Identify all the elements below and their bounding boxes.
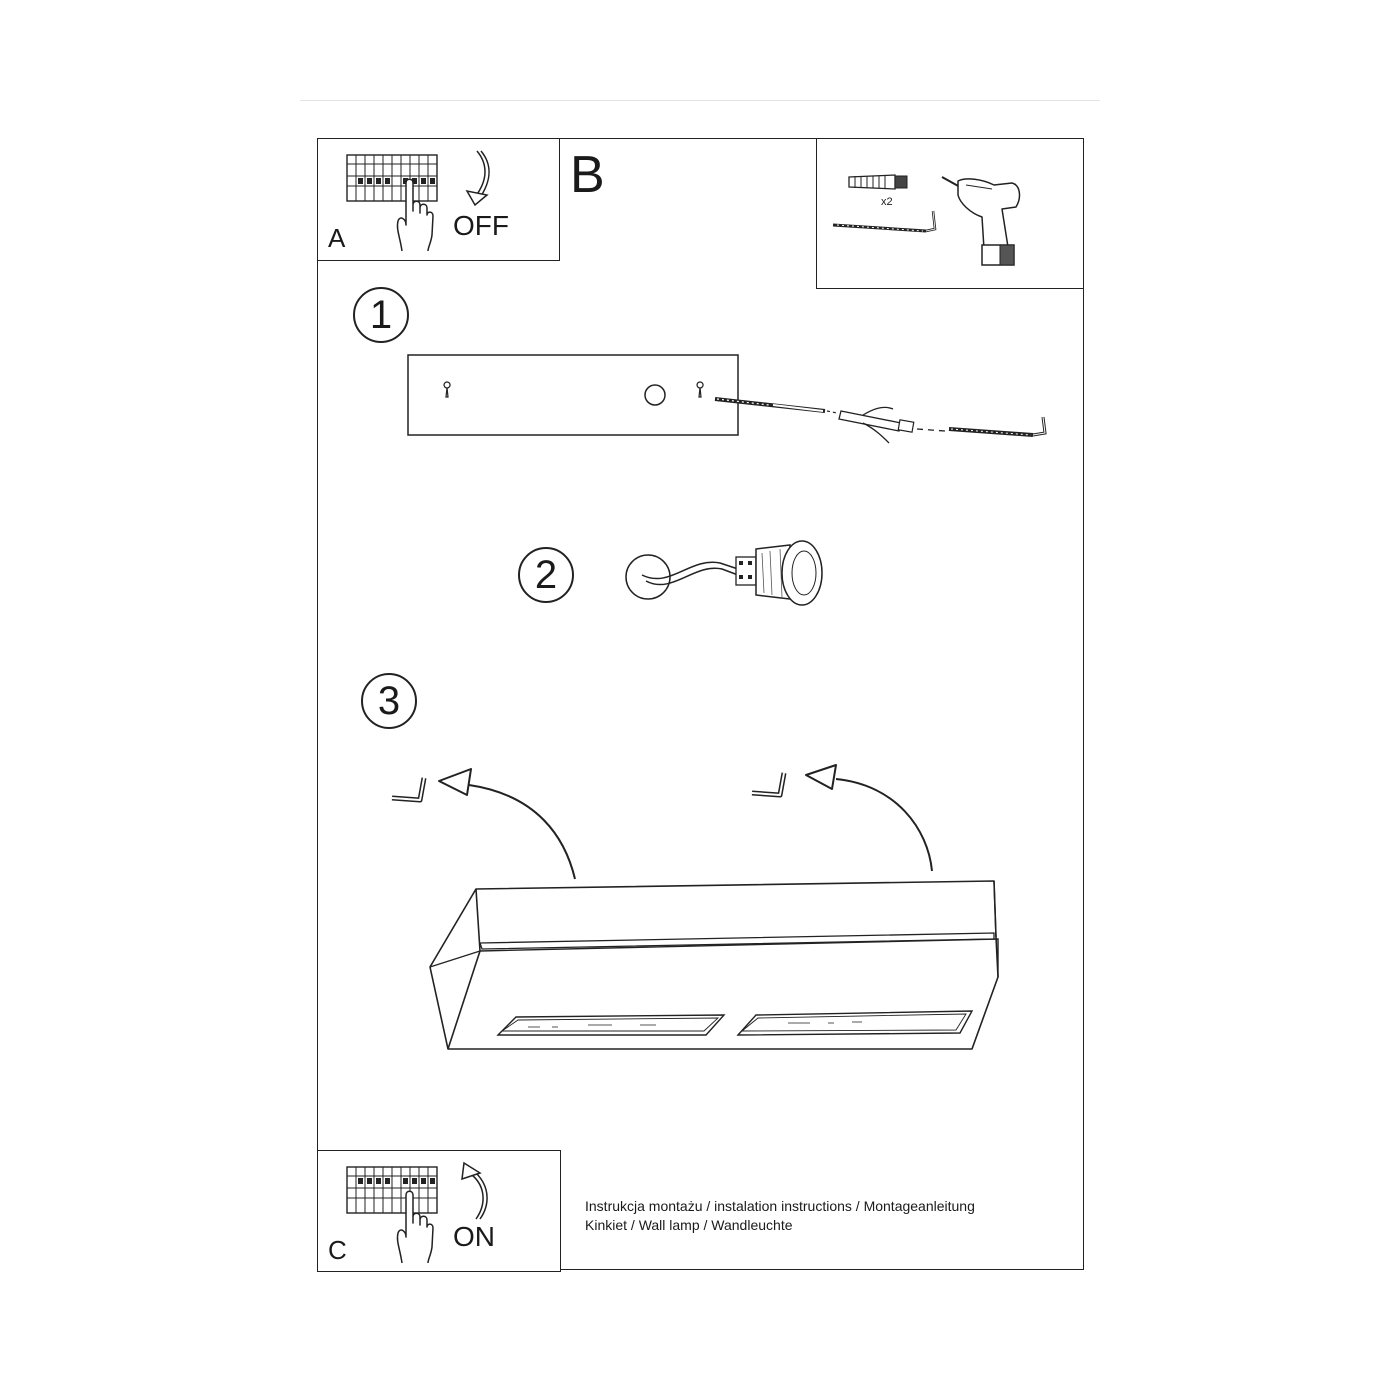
step-3-number: 3 bbox=[361, 673, 417, 729]
wall-lamp-body bbox=[429, 880, 999, 1050]
step-2-number: 2 bbox=[518, 547, 574, 603]
quantity-label: x2 bbox=[881, 196, 893, 208]
caption-line-1: Instrukcja montażu / instalation instruc… bbox=[585, 1198, 975, 1214]
hook-right bbox=[751, 772, 787, 798]
drill-icon bbox=[941, 176, 1021, 266]
mounting-hook-icon bbox=[832, 210, 937, 233]
panel-a-letter: A bbox=[328, 223, 346, 253]
mounting-plate bbox=[407, 354, 739, 436]
caption-line-2: Kinkiet / Wall lamp / Wandleuchte bbox=[585, 1217, 793, 1233]
hand-icon bbox=[396, 178, 434, 252]
on-label: ON bbox=[453, 1221, 495, 1252]
panel-b-tools: x2 bbox=[816, 138, 1084, 289]
hand-icon bbox=[396, 1190, 434, 1264]
panel-b-letter: B bbox=[570, 146, 605, 204]
hook-left bbox=[391, 777, 427, 803]
step-1-number: 1 bbox=[353, 287, 409, 343]
breaker-box-icon bbox=[346, 154, 438, 202]
off-label: OFF bbox=[453, 210, 509, 241]
lamp-holder-icon bbox=[625, 540, 823, 606]
wall-plug-icon bbox=[848, 174, 908, 190]
instruction-sheet: A OFF B x2 1 bbox=[317, 138, 1084, 1272]
panel-c-letter: C bbox=[328, 1235, 347, 1265]
panel-a-power-off: A OFF bbox=[317, 138, 560, 261]
breaker-box-icon bbox=[346, 1166, 438, 1214]
screw-icon bbox=[714, 397, 1047, 444]
panel-c-power-on: C ON bbox=[317, 1150, 561, 1272]
curved-arrow-left bbox=[438, 768, 576, 880]
curved-arrow-right bbox=[805, 764, 933, 872]
top-divider bbox=[300, 100, 1100, 101]
curved-arrow-icon bbox=[465, 150, 490, 207]
curved-arrow-icon bbox=[461, 1161, 488, 1220]
